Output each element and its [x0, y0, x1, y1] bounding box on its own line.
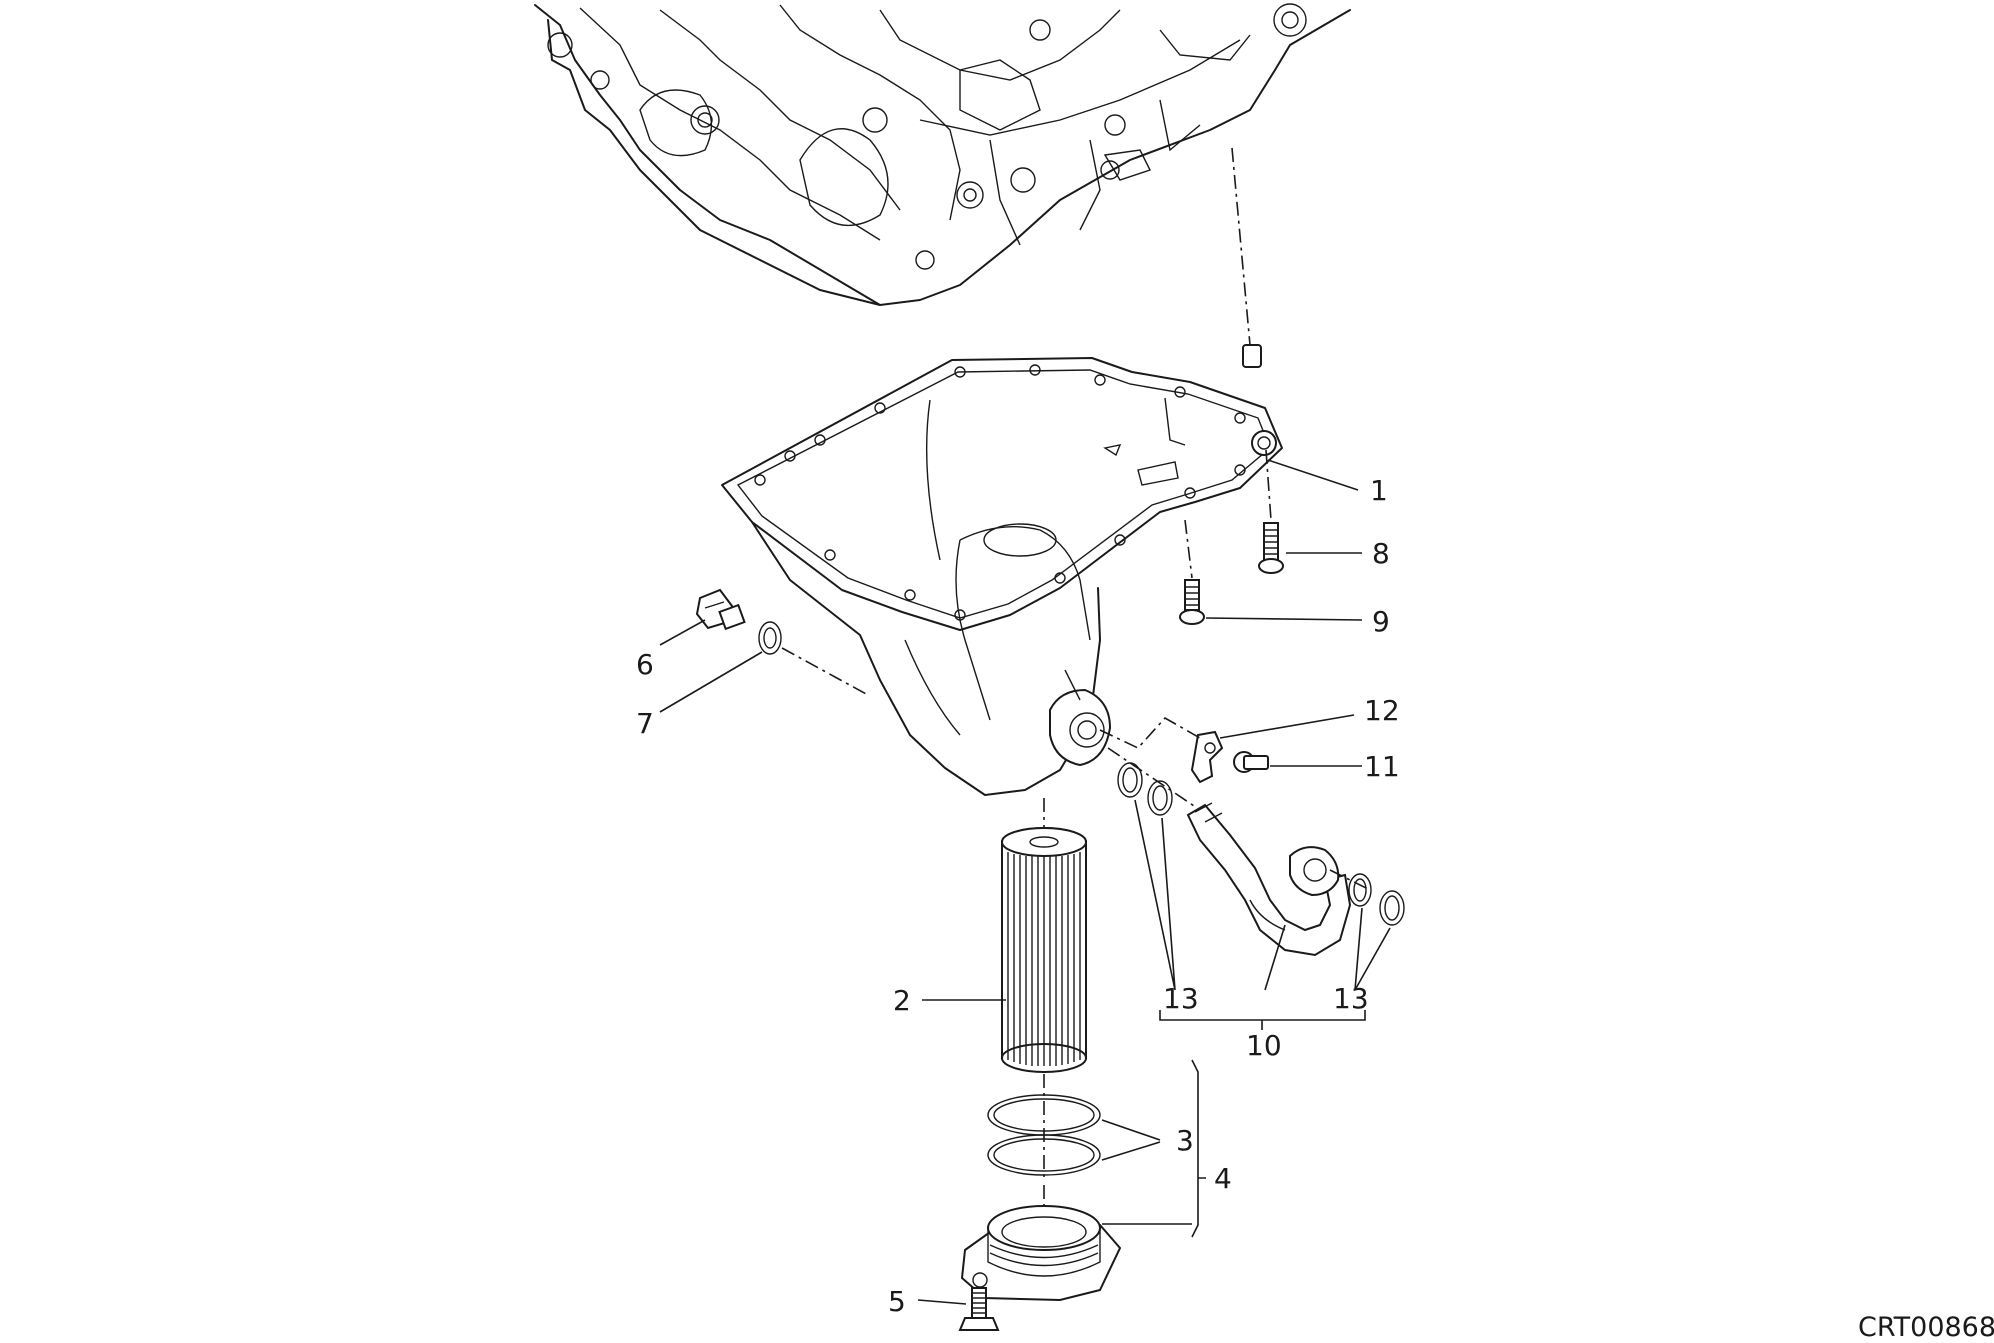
pipe-orings-right [1348, 873, 1405, 926]
filter-cover [960, 1185, 1122, 1302]
oil-pipe [1186, 802, 1352, 957]
leader-9 [1205, 617, 1363, 621]
callout-13-left: 13 [1163, 982, 1199, 1015]
callout-9: 9 [1372, 605, 1390, 638]
brace-10 [1159, 1010, 1366, 1030]
leader-5 [917, 1299, 967, 1305]
callout-5: 5 [888, 1285, 906, 1318]
callout-12: 12 [1364, 694, 1400, 727]
leader-6 [659, 619, 706, 646]
oil-sump [721, 357, 1283, 796]
callout-10: 10 [1246, 1029, 1282, 1062]
brace-4 [1191, 1059, 1206, 1238]
dowel-alignment-line [1231, 147, 1251, 346]
callout-2: 2 [893, 984, 911, 1017]
bracket-screw [1233, 751, 1269, 773]
drawing-reference-code: CRT00868 [1858, 1312, 1994, 1343]
cover-screw [958, 1287, 1000, 1331]
leader-13-left [1134, 799, 1176, 991]
leader-7 [659, 651, 763, 713]
pipe-orings-left [1117, 762, 1173, 816]
plug-alignment-line [781, 647, 869, 696]
leader-13-right [1354, 907, 1391, 991]
callout-4: 4 [1214, 1162, 1232, 1195]
callout-11: 11 [1364, 750, 1400, 783]
drain-plug [695, 588, 746, 631]
dowel-pin [1242, 344, 1262, 368]
callout-6: 6 [636, 648, 654, 681]
leader-12 [1219, 714, 1355, 739]
leader-3 [1101, 1119, 1161, 1161]
callout-3: 3 [1176, 1124, 1194, 1157]
callout-8: 8 [1372, 537, 1390, 570]
leader-1 [1267, 459, 1359, 491]
drain-plug-washer [758, 621, 782, 655]
callout-13-right: 13 [1333, 982, 1369, 1015]
leader-10 [1264, 924, 1286, 991]
sump-screw-9 [1179, 579, 1205, 625]
callout-1: 1 [1370, 474, 1388, 507]
filter-cover-orings [987, 1074, 1101, 1180]
sump-screw-8 [1258, 522, 1284, 574]
callout-7: 7 [636, 707, 654, 740]
oil-filter [1001, 798, 1087, 1073]
pipe-bracket [1190, 730, 1224, 784]
crankcase-drawing [534, 3, 1351, 306]
